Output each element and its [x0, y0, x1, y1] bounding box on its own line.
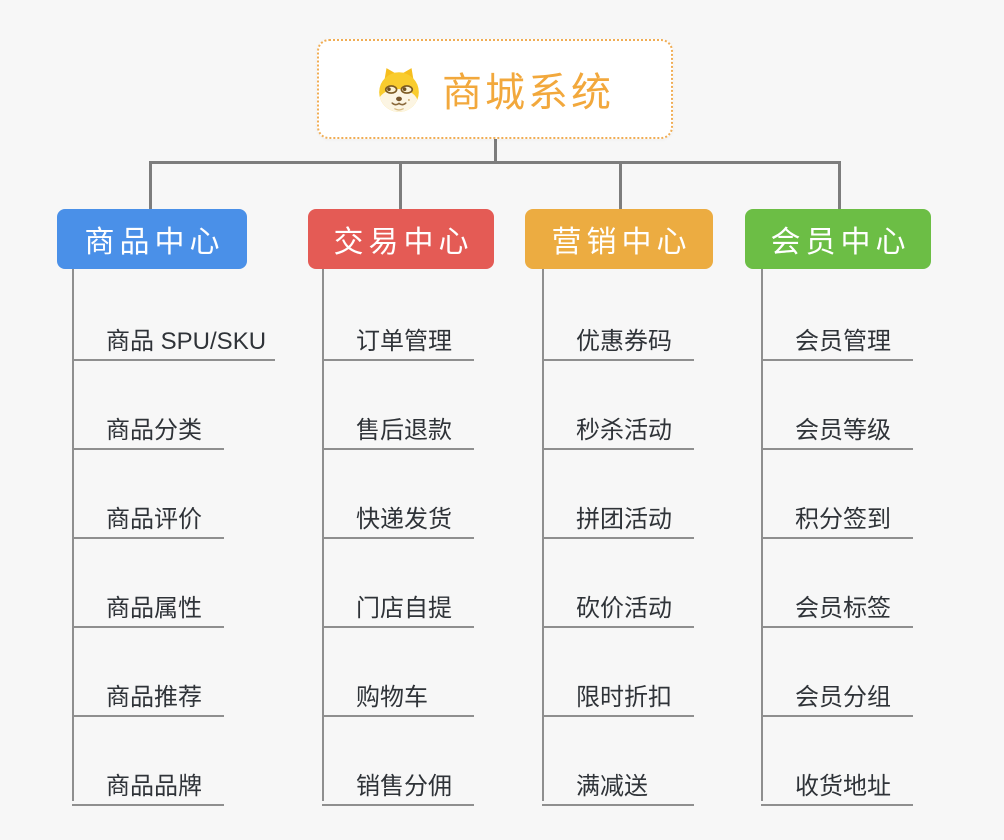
- leaf-label: 会员分组: [795, 684, 891, 711]
- root-node[interactable]: 商城系统: [317, 39, 673, 139]
- connector-drop-member: [838, 161, 841, 209]
- leaf-node[interactable]: 商品分类: [72, 397, 224, 450]
- leaf-node[interactable]: 会员分组: [761, 664, 913, 717]
- leaf-node[interactable]: 购物车: [322, 664, 474, 717]
- connector-drop-marketing: [619, 161, 622, 209]
- connector-root-trunk: [494, 139, 497, 164]
- leaf-label: 商品品牌: [106, 773, 202, 800]
- leaf-node[interactable]: 门店自提: [322, 575, 474, 628]
- leaf-node[interactable]: 收货地址: [761, 753, 913, 806]
- leaf-label: 满减送: [576, 773, 648, 800]
- leaf-label: 商品推荐: [106, 684, 202, 711]
- leaf-node[interactable]: 商品 SPU/SKU: [72, 308, 275, 361]
- connector-drop-trade: [399, 161, 402, 209]
- leaf-node[interactable]: 限时折扣: [542, 664, 694, 717]
- leaf-node[interactable]: 拼团活动: [542, 486, 694, 539]
- connector-branch-trunk: [322, 269, 324, 801]
- connector-horizontal-bar: [149, 161, 841, 164]
- leaf-label: 会员管理: [795, 328, 891, 355]
- leaf-node[interactable]: 订单管理: [322, 308, 474, 361]
- branch-header-member[interactable]: 会员中心: [745, 209, 931, 269]
- leaf-label: 购物车: [356, 684, 428, 711]
- leaf-label: 商品评价: [106, 506, 202, 533]
- leaf-label: 收货地址: [795, 773, 891, 800]
- leaf-label: 会员标签: [795, 595, 891, 622]
- leaf-node[interactable]: 销售分佣: [322, 753, 474, 806]
- leaf-label: 秒杀活动: [576, 417, 672, 444]
- leaf-node[interactable]: 商品品牌: [72, 753, 224, 806]
- leaf-label: 销售分佣: [356, 773, 452, 800]
- leaf-node[interactable]: 售后退款: [322, 397, 474, 450]
- leaf-node[interactable]: 优惠券码: [542, 308, 694, 361]
- leaf-label: 商品 SPU/SKU: [106, 328, 267, 355]
- leaf-node[interactable]: 秒杀活动: [542, 397, 694, 450]
- branch-header-label: 营销中心: [551, 226, 692, 259]
- leaf-node[interactable]: 商品属性: [72, 575, 224, 628]
- leaf-label: 砍价活动: [576, 595, 672, 622]
- leaf-label: 售后退款: [356, 417, 452, 444]
- leaf-node[interactable]: 会员标签: [761, 575, 913, 628]
- leaf-label: 门店自提: [356, 595, 452, 622]
- leaf-label: 拼团活动: [576, 506, 672, 533]
- branch-header-label: 商品中心: [84, 226, 225, 259]
- branch-header-label: 会员中心: [770, 226, 911, 259]
- branch-header-trade[interactable]: 交易中心: [308, 209, 494, 269]
- leaf-label: 优惠券码: [576, 328, 672, 355]
- doge-icon: [376, 65, 422, 113]
- leaf-node[interactable]: 会员管理: [761, 308, 913, 361]
- leaf-label: 订单管理: [356, 328, 452, 355]
- leaf-node[interactable]: 快递发货: [322, 486, 474, 539]
- leaf-node[interactable]: 商品推荐: [72, 664, 224, 717]
- branch-header-label: 交易中心: [333, 226, 474, 259]
- leaf-node[interactable]: 商品评价: [72, 486, 224, 539]
- leaf-node[interactable]: 砍价活动: [542, 575, 694, 628]
- connector-branch-trunk: [761, 269, 763, 801]
- connector-drop-product: [149, 161, 152, 209]
- branch-header-product[interactable]: 商品中心: [57, 209, 247, 269]
- root-title: 商城系统: [442, 71, 614, 115]
- leaf-label: 商品属性: [106, 595, 202, 622]
- leaf-label: 快递发货: [356, 506, 452, 533]
- leaf-node[interactable]: 会员等级: [761, 397, 913, 450]
- leaf-label: 限时折扣: [576, 684, 672, 711]
- branch-header-marketing[interactable]: 营销中心: [525, 209, 713, 269]
- leaf-node[interactable]: 满减送: [542, 753, 694, 806]
- connector-branch-trunk: [542, 269, 544, 801]
- leaf-node[interactable]: 积分签到: [761, 486, 913, 539]
- connector-branch-trunk: [72, 269, 74, 801]
- leaf-label: 积分签到: [795, 506, 891, 533]
- leaf-label: 商品分类: [106, 417, 202, 444]
- leaf-label: 会员等级: [795, 417, 891, 444]
